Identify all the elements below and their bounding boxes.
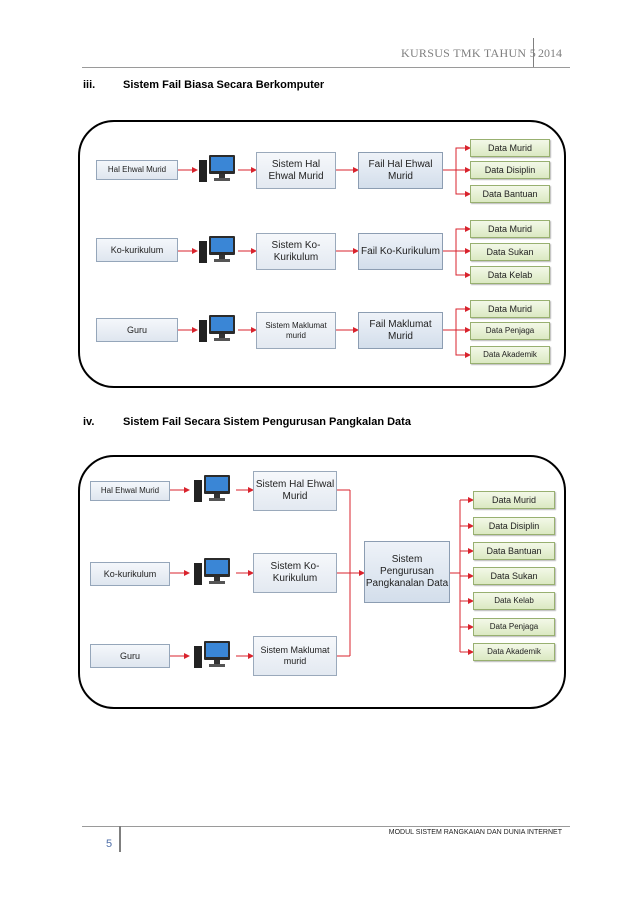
dbms-box: Sistem Pengurusan Pangkanalan Data bbox=[364, 541, 450, 603]
computer-icon bbox=[194, 474, 230, 506]
page-number: 5 bbox=[106, 838, 113, 850]
system-box: Sistem Maklumat murid bbox=[253, 636, 337, 676]
output-data-bantuan: Data Bantuan bbox=[470, 185, 550, 203]
system-box: Sistem Hal Ehwal Murid bbox=[253, 471, 337, 511]
output-data-kelab: Data Kelab bbox=[470, 266, 550, 284]
computer-icon bbox=[199, 154, 235, 186]
system-box: Sistem Ko-Kurikulum bbox=[253, 553, 337, 593]
section-title: Sistem Fail Biasa Secara Berkomputer bbox=[123, 79, 325, 91]
footer-divider bbox=[119, 826, 121, 852]
output-data-murid: Data Murid bbox=[470, 139, 550, 157]
input-guru: Guru bbox=[96, 318, 178, 342]
computer-icon bbox=[199, 235, 235, 267]
file-box: Fail Ko-Kurikulum bbox=[358, 233, 443, 270]
header-divider bbox=[533, 38, 534, 68]
computer-icon bbox=[199, 314, 235, 346]
computer-icon bbox=[194, 557, 230, 589]
header-rule bbox=[82, 67, 570, 68]
output-data-bantuan: Data Bantuan bbox=[473, 542, 555, 560]
output-data-sukan: Data Sukan bbox=[473, 567, 555, 585]
output-data-akademik: Data Akademik bbox=[470, 346, 550, 364]
output-data-disiplin: Data Disiplin bbox=[470, 161, 550, 179]
input-guru: Guru bbox=[90, 644, 170, 668]
output-data-sukan: Data Sukan bbox=[470, 243, 550, 261]
system-box: Sistem Maklumat murid bbox=[256, 312, 336, 349]
input-hal-ehwal-murid: Hal Ehwal Murid bbox=[96, 160, 178, 180]
system-box: Sistem Hal Ehwal Murid bbox=[256, 152, 336, 189]
output-data-disiplin: Data Disiplin bbox=[473, 517, 555, 535]
computer-icon bbox=[194, 640, 230, 672]
output-data-akademik: Data Akademik bbox=[473, 643, 555, 661]
output-data-penjaga: Data Penjaga bbox=[470, 322, 550, 340]
output-data-penjaga: Data Penjaga bbox=[473, 618, 555, 636]
file-box: Fail Maklumat Murid bbox=[358, 312, 443, 349]
system-box: Sistem Ko-Kurikulum bbox=[256, 233, 336, 270]
input-ko-kurikulum: Ko-kurikulum bbox=[90, 562, 170, 586]
output-data-kelab: Data Kelab bbox=[473, 592, 555, 610]
header-year: 2014 bbox=[538, 46, 562, 60]
output-data-murid: Data Murid bbox=[473, 491, 555, 509]
section-number: iii. bbox=[83, 79, 96, 91]
section-number: iv. bbox=[83, 416, 95, 428]
input-ko-kurikulum: Ko-kurikulum bbox=[96, 238, 178, 262]
output-data-murid: Data Murid bbox=[470, 300, 550, 318]
input-hal-ehwal-murid: Hal Ehwal Murid bbox=[90, 481, 170, 501]
file-box: Fail Hal Ehwal Murid bbox=[358, 152, 443, 189]
footer-rule bbox=[82, 826, 570, 827]
header-title: KURSUS TMK TAHUN 5 bbox=[400, 46, 536, 60]
footer-title: MODUL SISTEM RANGKAIAN DAN DUNIA INTERNE… bbox=[388, 829, 562, 836]
section-title: Sistem Fail Secara Sistem Pengurusan Pan… bbox=[123, 416, 411, 428]
output-data-murid: Data Murid bbox=[470, 220, 550, 238]
